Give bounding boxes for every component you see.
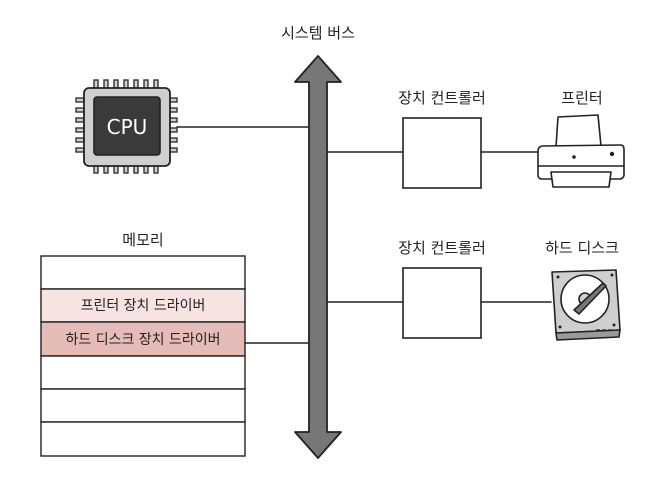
memory-row: [40, 388, 246, 423]
memory-block: 프린터 장치 드라이버 하드 디스크 장치 드라이버: [40, 255, 246, 457]
memory-label: 메모리: [122, 231, 163, 249]
controller-label: 장치 컨트롤러: [398, 89, 486, 107]
cpu-die: [93, 96, 161, 156]
printer-icon: [537, 114, 625, 188]
device-label: 하드 디스크: [545, 239, 619, 257]
system-bus-label: 시스템 버스: [281, 24, 355, 42]
device-controller: [402, 267, 482, 339]
hard-disk-icon: [551, 269, 621, 341]
memory-row: [40, 421, 246, 457]
memory-row-text: 프린터 장치 드라이버: [81, 298, 206, 314]
device-label: 프린터: [561, 89, 602, 107]
memory-row: [40, 355, 246, 390]
memory-row: [40, 255, 246, 290]
controller-label: 장치 컨트롤러: [398, 239, 486, 257]
cpu-label: CPU: [107, 115, 148, 139]
cpu-chip: CPU: [75, 79, 178, 174]
memory-row: [40, 321, 246, 357]
device-controller: [402, 117, 482, 189]
system-bus-arrow: [294, 55, 342, 459]
memory-row-text: 하드 디스크 장치 드라이버: [65, 332, 220, 348]
memory-row: [40, 288, 246, 323]
